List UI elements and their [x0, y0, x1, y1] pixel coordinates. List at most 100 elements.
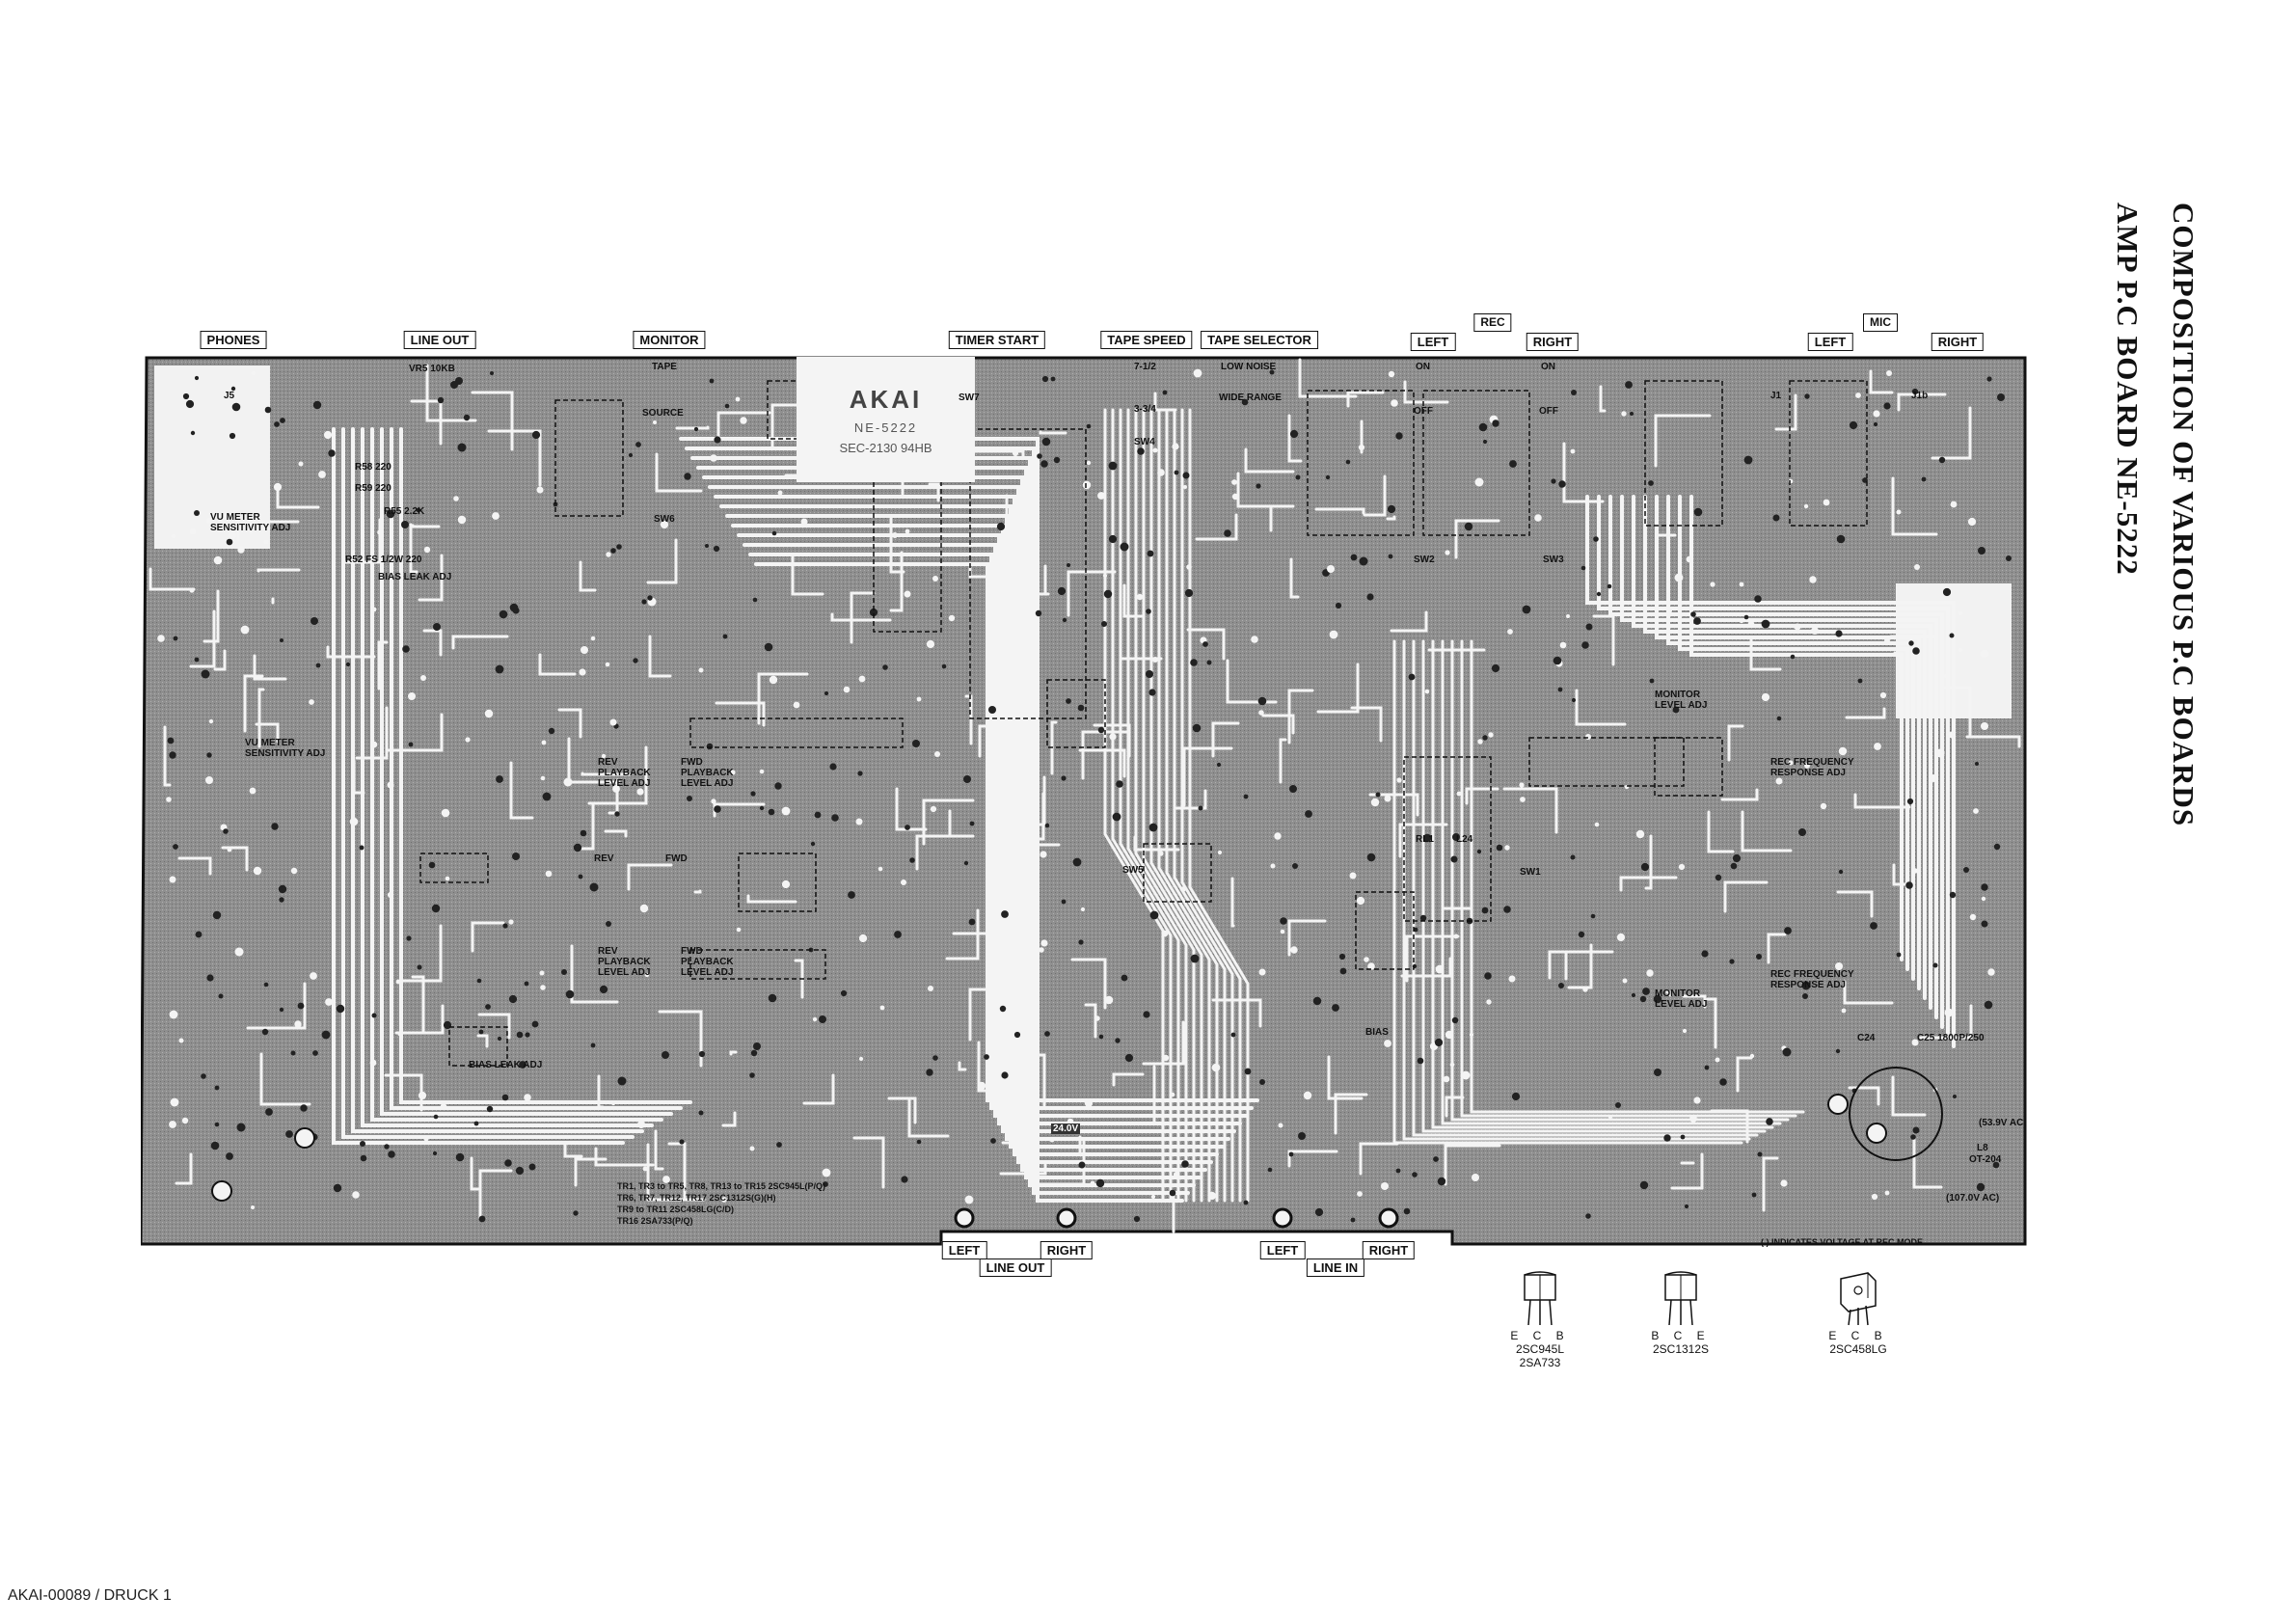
solder-pad: [1630, 412, 1634, 416]
solder-pad: [171, 533, 176, 539]
solder-pad: [1794, 623, 1801, 631]
text-bias-leak-2: BIAS LEAK ADJ: [469, 1060, 543, 1070]
trace: [177, 856, 212, 876]
jack-pad: [1378, 1207, 1399, 1229]
solder-pad: [1997, 393, 2005, 401]
trace: [966, 449, 1025, 460]
trace: [964, 694, 973, 745]
solder-pad: [1930, 774, 1937, 782]
trace: [594, 1147, 655, 1167]
trace: [1078, 1135, 1129, 1156]
trace: [1564, 950, 1614, 981]
trace: [1644, 834, 1653, 890]
solder-pad: [181, 1117, 189, 1124]
solder-pad: [285, 1130, 293, 1138]
solder-pad: [1375, 792, 1381, 798]
text-monitor-level-1: MONITOR LEVEL ADJ: [1655, 690, 1708, 711]
solder-pad: [1143, 1011, 1150, 1018]
mounting-hole: [211, 1180, 232, 1202]
solder-pad: [1050, 376, 1056, 382]
solder-pad: [1751, 1192, 1757, 1198]
solder-pad: [251, 1205, 255, 1209]
solder-pad: [1327, 565, 1335, 573]
text-sw2: SW2: [1414, 555, 1435, 565]
trace: [163, 725, 172, 787]
solder-pad: [309, 699, 314, 705]
trace: [1665, 990, 1672, 997]
solder-pad: [1496, 844, 1503, 852]
trace: [1619, 876, 1678, 892]
solder-pad: [814, 811, 822, 819]
solder-pad: [157, 635, 165, 642]
trace: [952, 932, 1009, 979]
solder-pad: [1594, 822, 1600, 827]
brand-model: NE-5222: [853, 420, 918, 435]
solder-pad: [635, 442, 641, 447]
solder-pad: [793, 701, 800, 709]
brand-box: AKAI NE-5222 SEC-2130 94HB: [797, 357, 975, 482]
solder-pad: [1625, 381, 1633, 389]
solder-pad: [201, 1073, 206, 1079]
solder-pad: [1943, 673, 1949, 679]
solder-pad: [1585, 734, 1591, 740]
solder-pad: [714, 436, 721, 444]
trace: [487, 429, 542, 487]
solder-pad: [1472, 1174, 1479, 1181]
trace: [658, 1010, 703, 1068]
solder-pad: [1224, 529, 1231, 537]
solder-pad: [1874, 743, 1881, 750]
solder-pad: [312, 400, 322, 410]
component-outline: [448, 1026, 508, 1067]
solder-pad: [231, 402, 241, 412]
solder-pad: [1104, 995, 1114, 1005]
text-rec-freq-1: REC FREQUENCY RESPONSE ADJ: [1770, 757, 1854, 778]
solder-pad: [323, 430, 333, 440]
trace: [1050, 720, 1058, 775]
trace: [471, 921, 505, 953]
solder-pad: [1044, 1031, 1050, 1037]
solder-pad: [1775, 777, 1783, 785]
solder-pad: [1349, 872, 1357, 880]
trace: [422, 629, 443, 657]
trace: [1211, 998, 1262, 1028]
solder-pad: [1582, 987, 1588, 992]
solder-pad: [1098, 1034, 1104, 1040]
solder-pad: [1469, 1032, 1474, 1038]
solder-pad: [502, 923, 508, 929]
solder-pad: [879, 1005, 885, 1011]
solder-pad: [824, 690, 829, 696]
solder-pad: [229, 432, 236, 440]
solder-pad: [1553, 656, 1562, 665]
trace: [1848, 1086, 1880, 1106]
trace: [889, 516, 905, 574]
solder-pad: [1170, 1092, 1175, 1097]
trace: [1599, 385, 1607, 413]
solder-pad: [1484, 972, 1492, 980]
solder-pad: [1870, 922, 1877, 930]
solder-pad: [486, 1105, 494, 1113]
solder-pad: [1949, 891, 1957, 899]
solder-pad: [359, 845, 365, 851]
trace: [538, 653, 577, 676]
solder-pad: [1992, 1161, 2000, 1169]
trace: [1869, 369, 1894, 394]
trace: [978, 724, 1039, 758]
solder-pad: [1147, 550, 1154, 557]
trace: [1298, 358, 1358, 398]
solder-pad: [492, 512, 500, 520]
solder-pad: [508, 919, 514, 925]
solder-pad: [226, 538, 233, 546]
solder-pad: [1424, 689, 1430, 694]
solder-pad: [1857, 678, 1863, 684]
solder-pad: [190, 430, 196, 436]
solder-pad: [969, 821, 975, 826]
solder-pad: [1973, 808, 1979, 814]
trace: [721, 1111, 737, 1127]
trace: [887, 1096, 917, 1124]
trace: [1022, 775, 1046, 826]
solder-pad: [1911, 388, 1919, 395]
trace: [1244, 447, 1295, 474]
solder-pad: [1519, 782, 1525, 788]
solder-pad: [1358, 444, 1365, 451]
solder-pad: [1112, 812, 1121, 822]
